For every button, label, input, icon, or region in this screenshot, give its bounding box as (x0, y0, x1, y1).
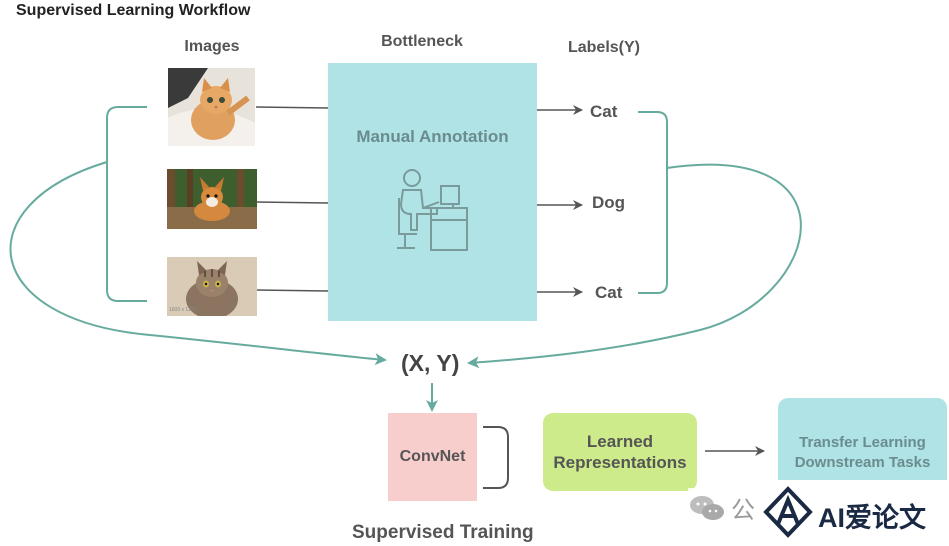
labels-header: Labels(Y) (567, 39, 640, 56)
label-1: Cat (590, 102, 618, 121)
watermark-area (688, 488, 948, 546)
ai-logo-icon (763, 486, 813, 538)
label-2: Dog (592, 193, 626, 212)
convnet-label: ConvNet (399, 448, 466, 465)
labels-bracket (638, 111, 668, 294)
convnet-bracket (483, 426, 509, 489)
transfer-line-1: Transfer Learning (799, 434, 926, 451)
watermark-brand: AI爱论文 (818, 503, 926, 533)
labels-to-xy-curve (467, 163, 802, 369)
images-bracket (106, 106, 147, 302)
wechat-icon (690, 496, 724, 520)
learned-representations-box: Learned Representations (543, 413, 697, 491)
watermark-partial-char: 公 (731, 497, 755, 524)
diagram-title: Supervised Learning Workflow (16, 2, 251, 19)
person-at-computer-icon (397, 169, 468, 251)
xy-pair-label: (X, Y) (401, 350, 460, 376)
transfer-learning-box: Transfer Learning Downstream Tasks (778, 398, 947, 480)
image-tabby-cat: 1600 x 1200 (167, 257, 257, 316)
image-caption: 1600 x 1200 (169, 307, 197, 313)
image-orange-cat (168, 68, 255, 146)
learned-line-2: Representations (553, 453, 687, 472)
transfer-line-2: Downstream Tasks (794, 454, 931, 471)
image-corgi-dog (167, 169, 257, 229)
image2-to-bottleneck-line (255, 201, 329, 204)
image3-to-bottleneck-line (255, 289, 329, 292)
bottleneck-box (328, 63, 537, 321)
images-header: Images (184, 38, 240, 55)
supervised-training-label: Supervised Training (352, 522, 534, 543)
manual-annotation-label: Manual Annotation (356, 127, 509, 146)
learned-line-1: Learned (586, 432, 654, 451)
images-to-xy-curve (9, 161, 387, 366)
label-3: Cat (595, 283, 623, 302)
bottleneck-header: Bottleneck (381, 33, 463, 50)
image1-to-bottleneck-line (255, 106, 329, 109)
convnet-box: ConvNet (388, 413, 477, 501)
